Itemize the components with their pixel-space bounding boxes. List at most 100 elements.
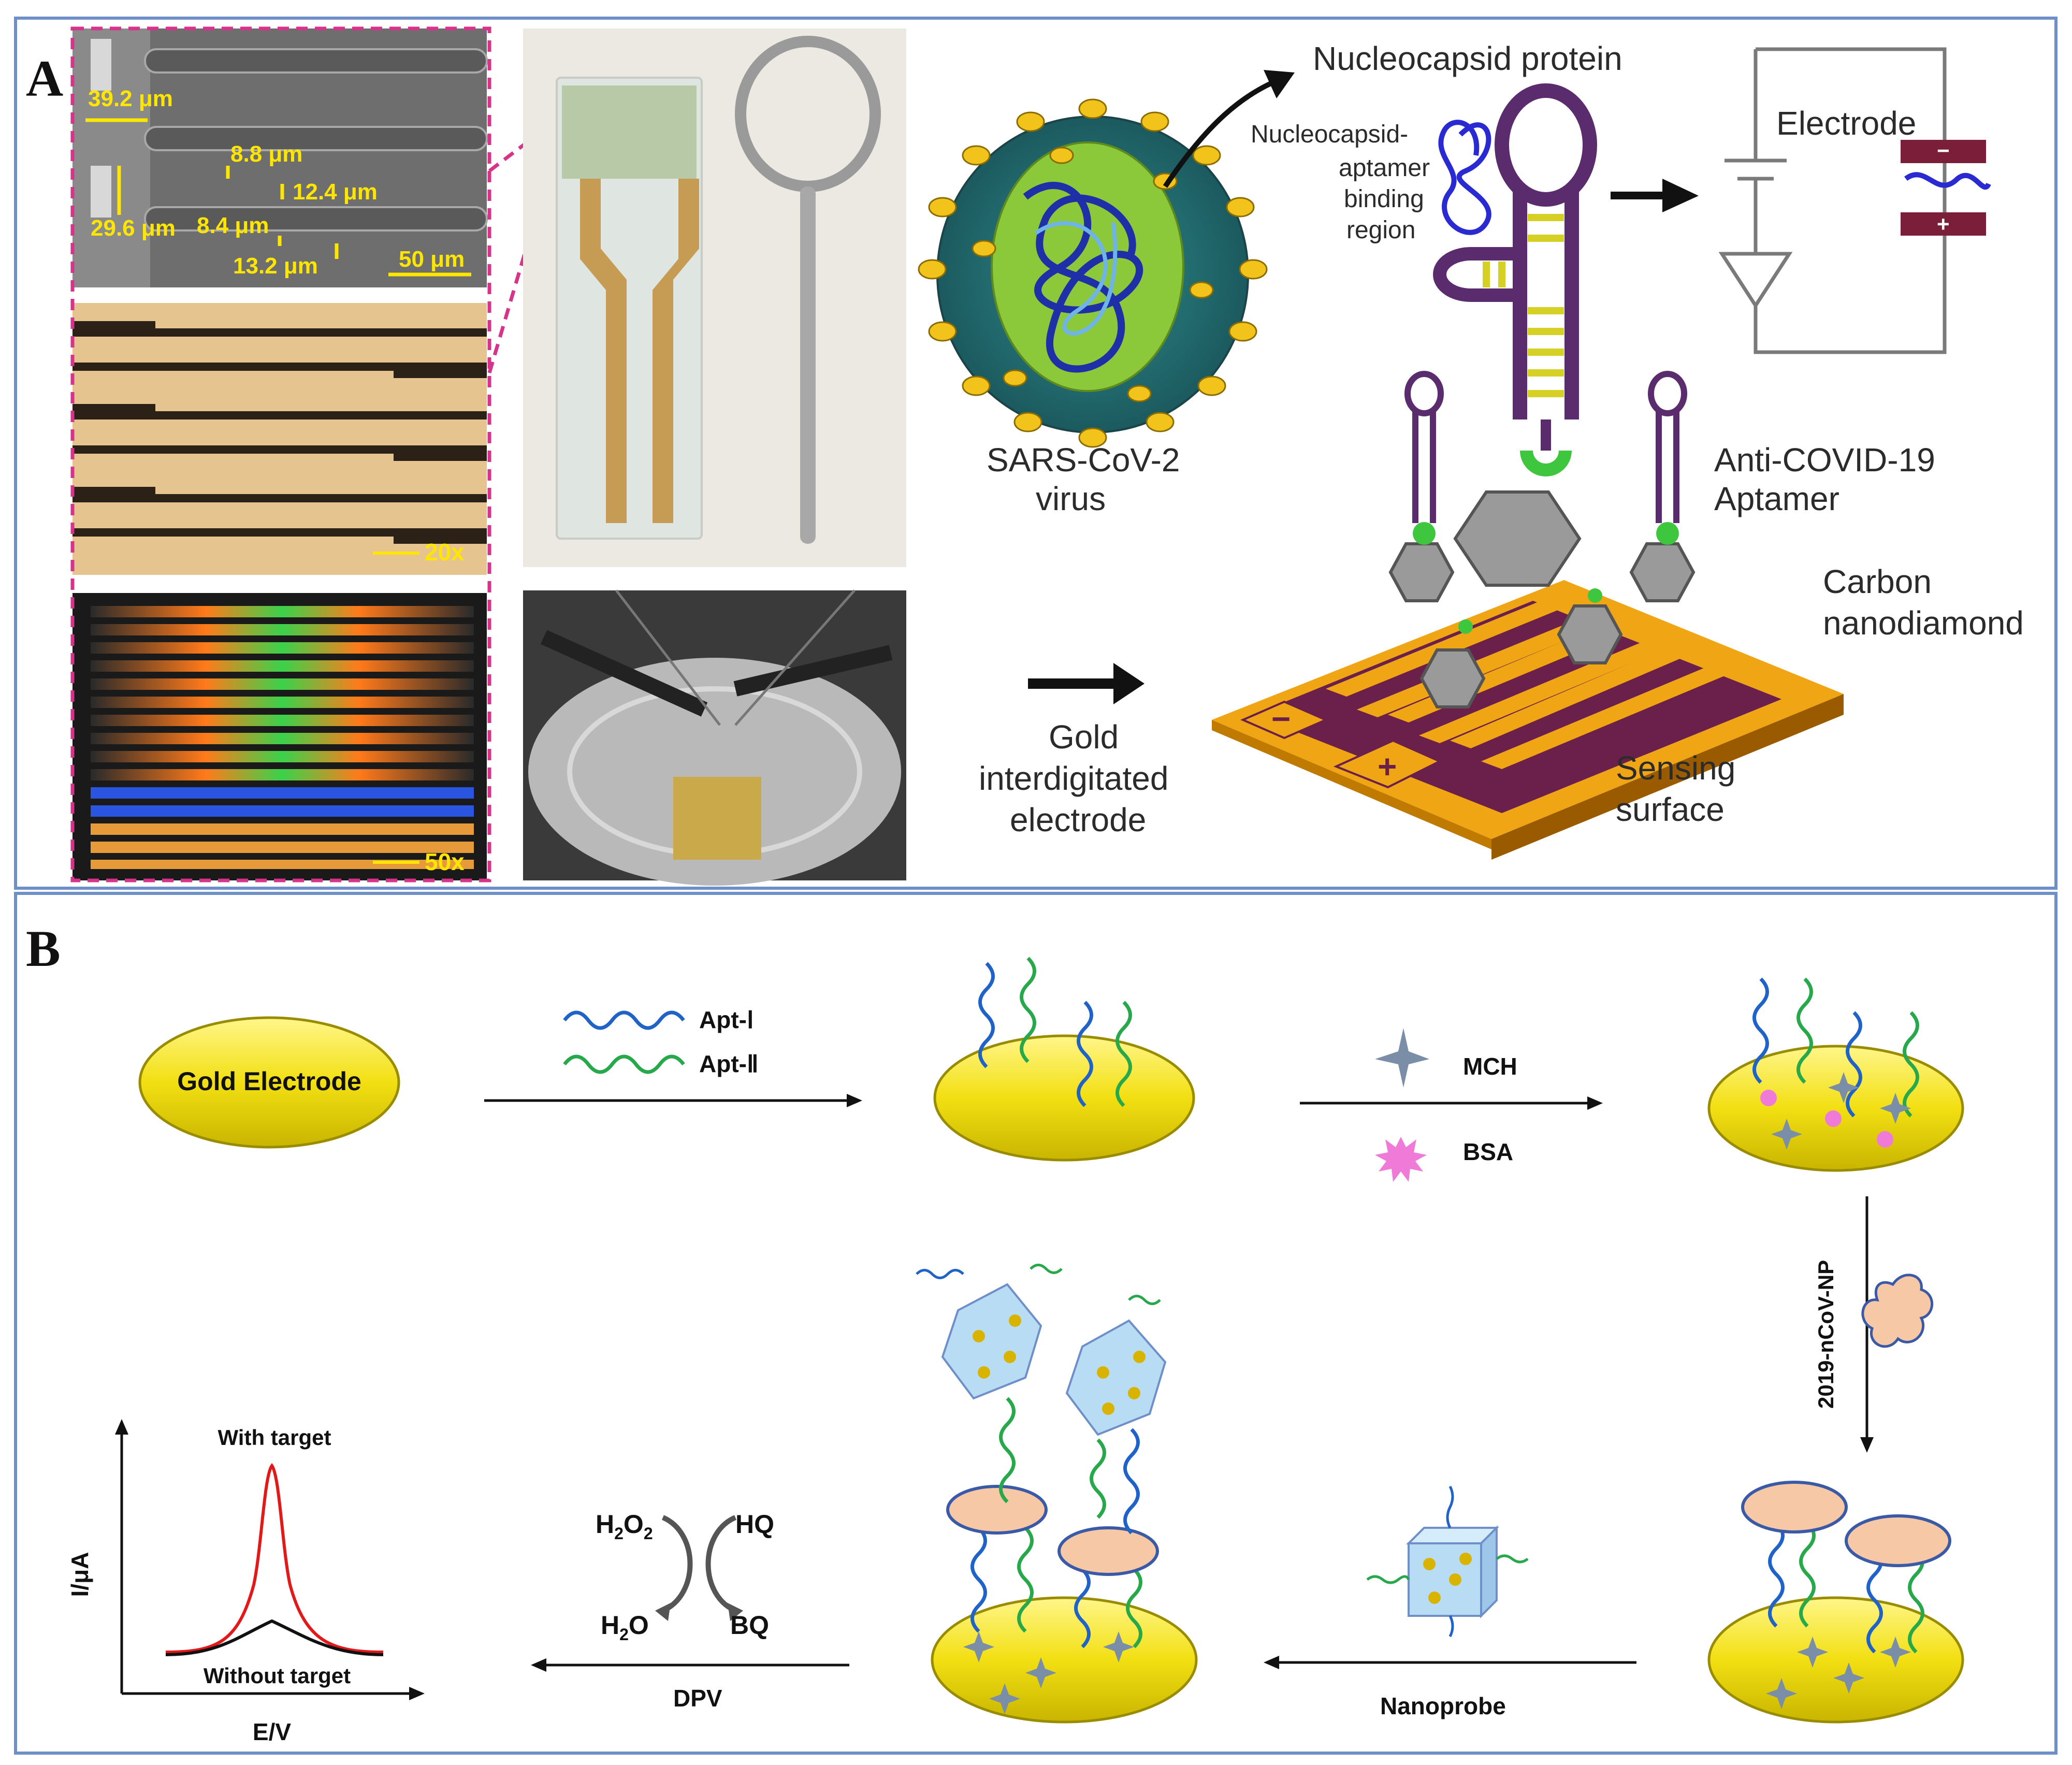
panel-a-letter: A xyxy=(26,50,63,107)
dpv-label: DPV xyxy=(673,1685,722,1712)
blocked-electrode xyxy=(1707,1045,1964,1172)
electrode-symbol: − + xyxy=(1901,138,1991,236)
target-protein-icon xyxy=(1861,1274,1934,1348)
small-aptamers xyxy=(1404,371,1687,523)
label-sensing-2: surface xyxy=(1616,791,1725,828)
linker-large xyxy=(1520,451,1572,476)
bq-label: BQ xyxy=(730,1611,769,1640)
measure-5: 8.4 μm xyxy=(197,213,269,238)
mch-label: MCH xyxy=(1463,1053,1517,1080)
without-target-label: Without target xyxy=(204,1663,351,1688)
immobilized-aptamers-step2 xyxy=(978,957,1132,1107)
label-gold-1: Gold xyxy=(1049,718,1119,756)
label-binding-1: Nucleocapsid- xyxy=(1251,121,1408,148)
apt1-legend-wave xyxy=(563,1010,685,1030)
with-target-label: With target xyxy=(218,1425,331,1450)
label-binding-4: region xyxy=(1346,216,1415,244)
dpv-plot: With target Without target I/μA E/V xyxy=(66,1419,425,1745)
virus-to-protein-arrowhead xyxy=(1264,70,1295,98)
sandwich-nanoprobes xyxy=(916,1264,1167,1436)
sensing-minus: − xyxy=(1271,700,1291,737)
panel-b: B Gold Electrode Apt-Ⅰ Apt-Ⅱ MCH BSA xyxy=(14,892,2057,1755)
circuit-diagram xyxy=(1718,47,1947,354)
electrode-with-target xyxy=(1707,1596,1964,1724)
bound-target-1 xyxy=(1741,1481,1848,1533)
measure-6: 13.2 μm xyxy=(233,253,318,279)
nucleocapsid-protein-coil xyxy=(1438,120,1491,235)
target-label: 2019-nCoV-NP xyxy=(1814,1260,1838,1409)
label-virus-2: virus xyxy=(1036,480,1106,517)
label-sensing-1: Sensing xyxy=(1616,749,1735,787)
sensing-surface: − + xyxy=(1212,580,1844,860)
scale-bar-label: 50 μm xyxy=(399,247,465,272)
bsa-legend-star xyxy=(1375,1137,1427,1182)
arrow-to-surface xyxy=(1028,663,1144,704)
profile-image-50x: 50x xyxy=(73,593,487,880)
sandwich-electrode xyxy=(931,1596,1198,1724)
sandwich-target-1 xyxy=(946,1485,1048,1535)
spike-proteins xyxy=(918,98,1268,448)
label-virus-1: SARS-CoV-2 xyxy=(987,441,1180,479)
bsa-dots-step3 xyxy=(1760,1090,1893,1148)
electrode-with-aptamers xyxy=(933,1034,1195,1162)
arrow-to-electrode xyxy=(1611,179,1699,212)
aptamer-hairpin-large xyxy=(1433,83,1597,419)
apt1-label: Apt-Ⅰ xyxy=(699,1006,754,1033)
label-aptamer-1: Anti-COVID-19 xyxy=(1714,441,1935,479)
label-electrode: Electrode xyxy=(1776,105,1916,142)
label-carbon-1: Carbon xyxy=(1823,563,1932,600)
measure-2: 8.8 μm xyxy=(230,141,302,167)
panel-a: A 39.2 μm 8.8 xyxy=(14,17,2057,890)
h2o-label: H2O xyxy=(601,1611,649,1644)
carbon-nanodiamonds xyxy=(1388,490,1696,708)
gold-electrode-label: Gold Electrode xyxy=(177,1067,361,1096)
profile-fingers xyxy=(91,606,474,780)
hq-label: HQ xyxy=(735,1510,774,1539)
electrode-minus: − xyxy=(1937,138,1950,163)
measure-4: 29.6 μm xyxy=(91,215,176,241)
immobilized-aptamers-step3 xyxy=(1752,977,1919,1118)
panel-a-border xyxy=(14,17,2057,890)
label-binding-2: aptamer xyxy=(1339,154,1430,182)
sars-cov-2-virus xyxy=(918,98,1268,448)
aptamers-step4 xyxy=(1768,1521,1924,1654)
interdigitated-fingers xyxy=(1326,596,1725,769)
electrode-plus: + xyxy=(1937,212,1950,236)
optical-image-20x: 20x xyxy=(73,303,487,575)
label-carbon-2: nanodiamond xyxy=(1823,604,2024,642)
sandwich-aptamers-upper xyxy=(999,1397,1140,1535)
label-gold-3: electrode xyxy=(1010,801,1146,838)
curve-without-target xyxy=(165,1619,384,1656)
sensing-plus: + xyxy=(1378,748,1397,785)
redox-cycle: H2O2 HQ H2O BQ xyxy=(596,1510,774,1644)
nanoprobe-label: Nanoprobe xyxy=(1380,1692,1506,1719)
apt2-label: Apt-Ⅱ xyxy=(699,1050,759,1077)
measure-1: 39.2 μm xyxy=(88,86,173,111)
label-nucleocapsid-protein: Nucleocapsid protein xyxy=(1313,40,1622,77)
dpv-xlabel: E/V xyxy=(253,1718,291,1745)
dpv-ylabel: I/μA xyxy=(66,1552,93,1597)
chip-photo xyxy=(523,28,906,567)
sem-image: 39.2 μm 8.8 μm 12.4 μm 29.6 μm 8.4 μm 13… xyxy=(73,28,488,287)
bsa-label: BSA xyxy=(1463,1138,1513,1165)
nanoprobe-icon xyxy=(1366,1485,1529,1638)
label-gold-2: interdigitated xyxy=(979,760,1168,797)
h2o2-label: H2O2 xyxy=(596,1510,653,1543)
sandwich-aptamers-lower xyxy=(970,1526,1142,1648)
probe-station-photo xyxy=(523,589,906,886)
sandwich-target-2 xyxy=(1057,1526,1159,1576)
measure-3: 12.4 μm xyxy=(293,179,378,205)
virus-to-protein-arrow xyxy=(1163,75,1285,188)
mch-stars-step3 xyxy=(1771,1072,1911,1150)
label-aptamer-2: Aptamer xyxy=(1714,480,1839,517)
bare-gold-electrode xyxy=(138,1016,400,1149)
curve-with-target xyxy=(165,1463,384,1654)
label-binding-3: binding xyxy=(1344,185,1424,213)
panel-b-letter: B xyxy=(26,920,61,977)
magnification-50x: 50x xyxy=(425,848,465,875)
mch-legend-star xyxy=(1375,1028,1429,1088)
apt2-legend-wave xyxy=(563,1054,685,1074)
bound-target-2 xyxy=(1845,1514,1951,1567)
panel-b-border xyxy=(14,892,2057,1755)
